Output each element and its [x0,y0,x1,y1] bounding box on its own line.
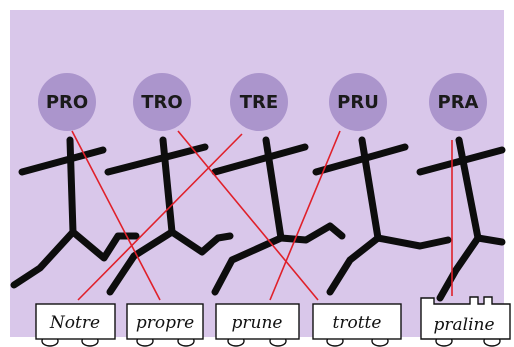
bubble-label-tre: TRE [240,92,278,113]
sign-notre: Notre [35,303,116,340]
word-signs: Notre propre prune trotte praline [35,296,511,340]
figure-3 [211,136,346,296]
connector-tro-trotte [177,130,319,301]
connector-pru-prune [269,130,341,301]
syllable-bubbles: PRO TRO TRE PRU PRA [38,73,487,131]
figure-2 [104,136,234,296]
bubble-pro: PRO [38,73,96,131]
connector-pro-propre [71,130,161,301]
bubble-pra: PRA [429,73,487,131]
bubble-label-pra: PRA [438,92,479,113]
sign-trotte: trotte [312,303,402,340]
connector-tre-notre [77,133,243,301]
sign-praline: praline [420,296,511,340]
bubble-tro: TRO [133,73,191,131]
word-praline: praline [433,315,494,335]
figure-4 [312,136,452,296]
bubble-tre: TRE [230,73,288,131]
bubble-label-tro: TRO [141,92,182,113]
word-trotte: trotte [333,313,382,333]
bubble-label-pro: PRO [46,92,88,113]
word-prune: prune [232,313,283,333]
sign-propre: propre [126,303,204,340]
figures [10,136,506,302]
connectors [71,130,453,301]
background-panel [10,10,504,337]
bubble-pru: PRU [329,73,387,131]
figure-5 [416,136,506,302]
figure-1 [10,136,140,289]
bubble-label-pru: PRU [337,92,379,113]
sign-prune: prune [215,303,300,340]
word-notre: Notre [49,313,100,333]
word-propre: propre [136,313,194,333]
